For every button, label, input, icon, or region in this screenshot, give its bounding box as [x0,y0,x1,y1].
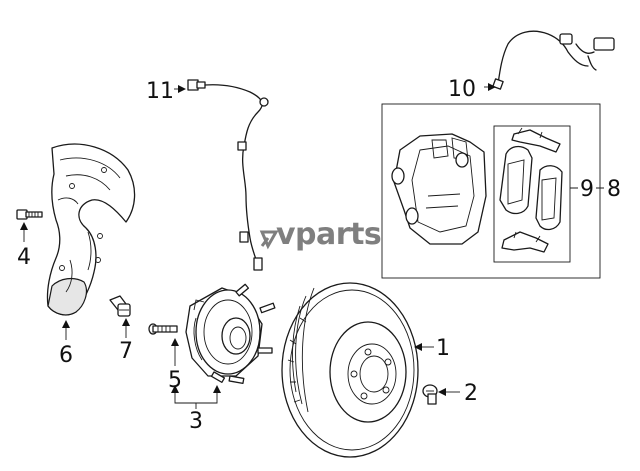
callout-leaders [20,83,604,409]
rotor-screw [422,384,438,405]
bolt-7 [109,295,131,317]
callout-1: 1 [436,336,450,361]
callout-4: 4 [17,245,31,270]
brake-rotor [281,282,419,458]
pad-clips [501,127,561,253]
pad-kit-box [493,125,571,263]
callout-5: 5 [168,368,182,393]
watermark: vparts [259,217,382,252]
wheel-stud [148,323,178,335]
brake-caliper [391,133,487,245]
callout-10: 10 [448,77,476,102]
callout-8: 8 [607,177,621,202]
sensor-harness [187,79,269,271]
brake-pads [499,145,563,231]
callout-7: 7 [119,339,133,364]
callout-6: 6 [59,343,73,368]
callout-numbers: 1 2 3 4 5 6 7 8 9 10 11 [17,77,621,434]
callout-2: 2 [464,381,478,406]
callout-3: 3 [189,409,203,434]
callout-11: 11 [146,79,174,104]
caliper-kit-box [381,103,601,279]
wheel-speed-sensor [492,30,615,90]
hub-bearing [185,283,276,385]
shield-bolt [16,209,43,220]
callout-9: 9 [580,177,594,202]
splash-shield [46,143,136,316]
watermark-text: vparts [276,217,381,252]
